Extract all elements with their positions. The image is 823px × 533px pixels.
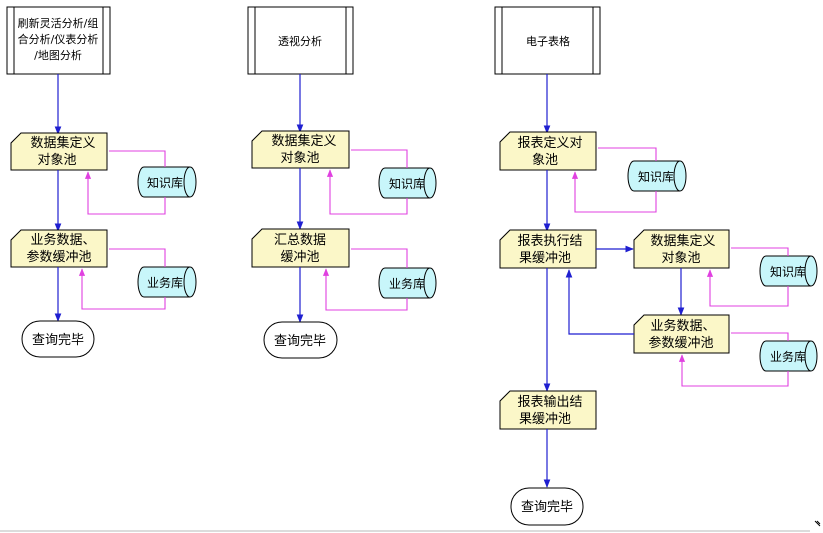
column-3-flow: 电子表格 报表定义对 象池 知识库 报表执行结 果缓冲池 数据集定义 对象池 [494,6,818,526]
col3-reportexec-line-2: 果缓冲池 [519,251,571,266]
col2-end-terminator: 查询完毕 [263,321,338,359]
column-2-flow: 透视分析 数据集定义 对象池 知识库 汇总数据 缓冲池 业务库 [247,6,437,359]
col3-business-line-1: 业务数据、 [650,318,715,334]
col3-reportout-line-2: 果缓冲池 [519,412,571,427]
col2-knowledge-label: 知识库 [389,176,425,191]
col3-report-def-buffer: 报表定义对 象池 [499,131,597,171]
col2-db-to-summary-arrow [322,268,408,311]
col3-arrow-business-to-exec [565,269,634,335]
col3-dataset-to-knowledge2-line [731,247,789,256]
col2-summary-to-db-line [351,248,408,268]
col1-knowledge-to-dataset-arrow [84,171,166,215]
col3-business-to-db-line [731,332,789,341]
corner-mark-icon [814,520,821,527]
col1-start-line-1: 刷新灵活分析/组 [18,16,99,30]
col3-knowledge-to-reportdef-arrow [571,171,657,213]
col3-report-output-buffer: 报表输出结 果缓冲池 [499,390,597,430]
col3-knowledge-label: 知识库 [638,169,674,184]
col3-db-to-business-arrow [678,354,789,387]
col3-dataset-line-1: 数据集定义 [650,233,715,249]
col3-business-db: 业务库 [759,340,818,372]
col3-end-label: 查询完毕 [521,500,573,515]
col2-dataset-to-knowledge-line [351,149,408,168]
col3-reportdef-line-1: 报表定义对 [517,136,582,151]
col1-business-line-1: 业务数据、 [30,232,95,248]
col2-summary-line-1: 汇总数据 [274,233,326,248]
col2-summary-buffer: 汇总数据 缓冲池 [251,228,350,268]
col1-knowledge-db: 知识库 [137,166,197,198]
col3-reportexec-line-1: 报表执行结 [517,234,582,249]
col3-knowledge2-to-dataset-arrow [706,269,789,307]
col1-dataset-line-2: 对象池 [37,153,76,168]
col3-start-label: 电子表格 [526,34,570,48]
col3-business-db-label: 业务库 [770,349,806,364]
col2-knowledge-to-dataset-arrow [326,169,408,215]
col1-end-terminator: 查询完毕 [21,320,95,358]
col2-end-label: 查询完毕 [274,334,326,349]
col2-dataset-line-2: 对象池 [280,151,319,166]
col3-reportout-line-1: 报表输出结 [517,394,582,410]
col1-start-process: 刷新灵活分析/组 合分析/仪表分析 /地图分析 [6,6,111,75]
col2-summary-line-2: 缓冲池 [280,250,319,265]
col3-report-exec-buffer: 报表执行结 果缓冲池 [499,229,597,269]
col3-dataset-buffer: 数据集定义 对象池 [633,229,730,269]
col2-dataset-line-1: 数据集定义 [271,133,336,149]
col1-dataset-to-knowledge-line [109,150,166,167]
col3-knowledge2-label: 知识库 [770,264,806,279]
col1-business-data-buffer: 业务数据、 参数缓冲池 [10,229,108,268]
col1-db-to-business-arrow [78,268,166,310]
col2-business-db: 业务库 [378,267,437,299]
col1-start-line-3: /地图分析 [34,48,82,62]
col1-business-line-2: 参数缓冲池 [26,249,91,265]
col3-knowledge-db-2: 知识库 [759,255,818,287]
col1-end-label: 查询完毕 [32,333,84,348]
col3-reportdef-line-2: 象池 [532,153,558,168]
col3-reportdef-to-knowledge-line [598,147,657,161]
col2-business-db-label: 业务库 [389,276,425,291]
col3-knowledge-db: 知识库 [627,160,687,192]
column-1-flow: 刷新灵活分析/组 合分析/仪表分析 /地图分析 数据集定义 对象池 知识库 业务… [6,6,197,358]
col3-business-data-buffer: 业务数据、 参数缓冲池 [633,314,730,354]
col2-start-label: 透视分析 [278,34,322,48]
col1-dataset-line-1: 数据集定义 [30,135,95,151]
col3-business-line-2: 参数缓冲池 [648,335,713,351]
col1-business-db: 业务库 [137,266,197,298]
col1-business-to-db-line [109,248,166,267]
col1-knowledge-label: 知识库 [147,175,183,190]
col3-start-process: 电子表格 [494,6,601,75]
col2-start-process: 透视分析 [247,6,354,75]
col2-knowledge-db: 知识库 [378,167,437,199]
col2-dataset-buffer: 数据集定义 对象池 [251,130,350,169]
col1-business-db-label: 业务库 [147,275,183,290]
col1-dataset-buffer: 数据集定义 对象池 [10,132,108,171]
col1-start-line-2: 合分析/仪表分析 [18,32,99,46]
col3-end-terminator: 查询完毕 [510,487,584,526]
col3-dataset-line-2: 对象池 [661,251,700,266]
